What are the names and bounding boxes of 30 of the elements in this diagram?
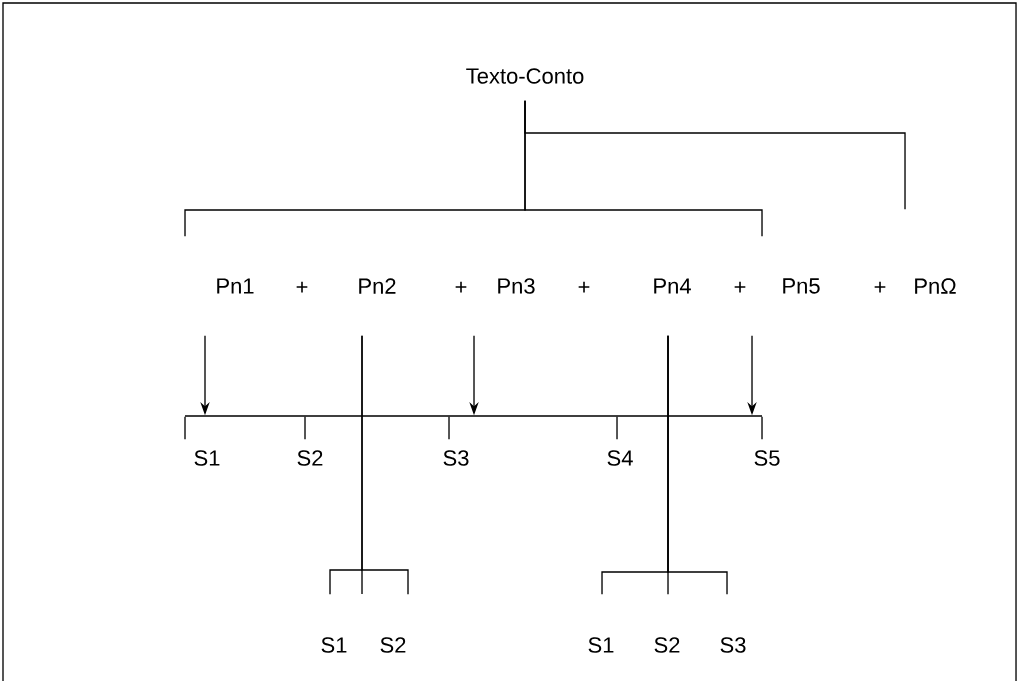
bracket-line — [304, 416, 306, 440]
label-text: S1 — [321, 637, 347, 653]
bracket-line — [448, 416, 450, 440]
label-text: Pn4 — [654, 278, 691, 294]
label-text: S2 — [654, 637, 680, 653]
bracket-line — [524, 100, 906, 210]
label-text: S2 — [297, 450, 323, 466]
title-text: Texto-Conto — [466, 68, 584, 84]
label-text: PnΩ — [915, 278, 956, 294]
label-text: S1 — [588, 637, 614, 653]
label-text: S3 — [443, 450, 469, 466]
bracket-line — [361, 335, 409, 595]
label-text: S4 — [607, 450, 633, 466]
plus-sign: + — [874, 281, 886, 293]
label-text: S2 — [380, 637, 406, 653]
plus-sign: + — [734, 281, 746, 293]
label-text: S3 — [720, 637, 746, 653]
label-text: Pn2 — [359, 278, 396, 294]
label-text: Pn5 — [783, 278, 820, 294]
bracket-line — [184, 416, 186, 440]
label-text: Pn3 — [498, 278, 535, 294]
plus-sign: + — [296, 281, 308, 293]
bracket-line — [667, 335, 728, 595]
plus-sign: + — [578, 281, 590, 293]
plus-sign: + — [455, 281, 467, 293]
bracket-line — [761, 416, 763, 440]
bracket-line — [616, 416, 618, 440]
label-text: Pn1 — [217, 278, 254, 294]
label-text: S1 — [194, 450, 220, 466]
label-text: S5 — [754, 450, 780, 466]
